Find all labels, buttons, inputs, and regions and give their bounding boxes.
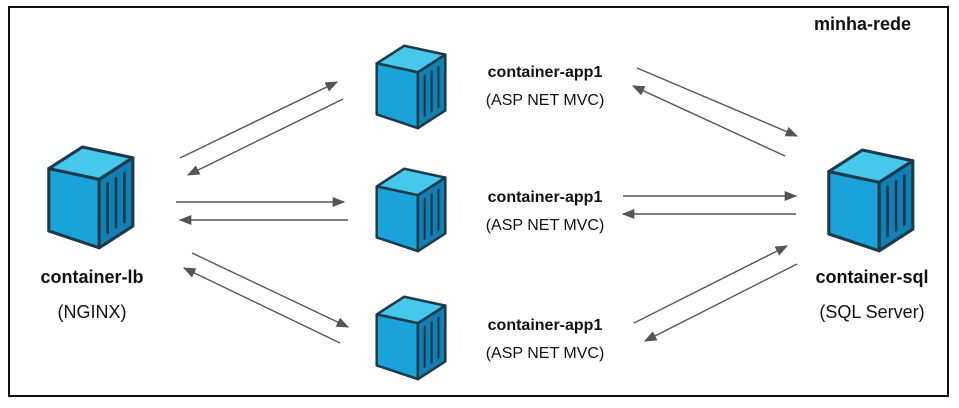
container-cube-icon (375, 167, 447, 253)
node-lb-name: container-lb (40, 267, 144, 287)
arrow-lb-to-app3 (191, 252, 350, 328)
node-lb-tech: (NGINX) (57, 302, 127, 322)
arrow-sql-to-app3 (643, 263, 798, 342)
containers (47, 44, 915, 381)
arrow-app1-to-lb (186, 98, 344, 176)
arrow-app1-to-sql (636, 67, 799, 137)
container-cube-icon (47, 145, 135, 250)
node-app2-tech: (ASP NET MVC) (485, 217, 605, 234)
node-app2-name: container-app1 (487, 189, 603, 206)
node-app3-name: container-app1 (487, 317, 603, 334)
edges (176, 67, 799, 344)
container-cube-icon (375, 295, 447, 381)
arrow-app3-to-sql (633, 245, 789, 324)
node-app1-tech: (ASP NET MVC) (485, 92, 605, 109)
node-app1-name: container-app1 (487, 64, 603, 81)
network-boundary (8, 6, 949, 397)
arrow-lb-to-app1 (179, 81, 339, 159)
arrow-sql-to-app1 (631, 85, 786, 157)
node-app3-tech: (ASP NET MVC) (485, 345, 605, 362)
arrow-app3-to-lb (182, 267, 341, 344)
container-cube-icon (375, 44, 447, 130)
container-cube-icon (827, 148, 915, 253)
node-sql-tech: (SQL Server) (819, 302, 925, 322)
node-sql-name: container-sql (815, 267, 929, 287)
network-label: minha-rede (814, 14, 912, 34)
